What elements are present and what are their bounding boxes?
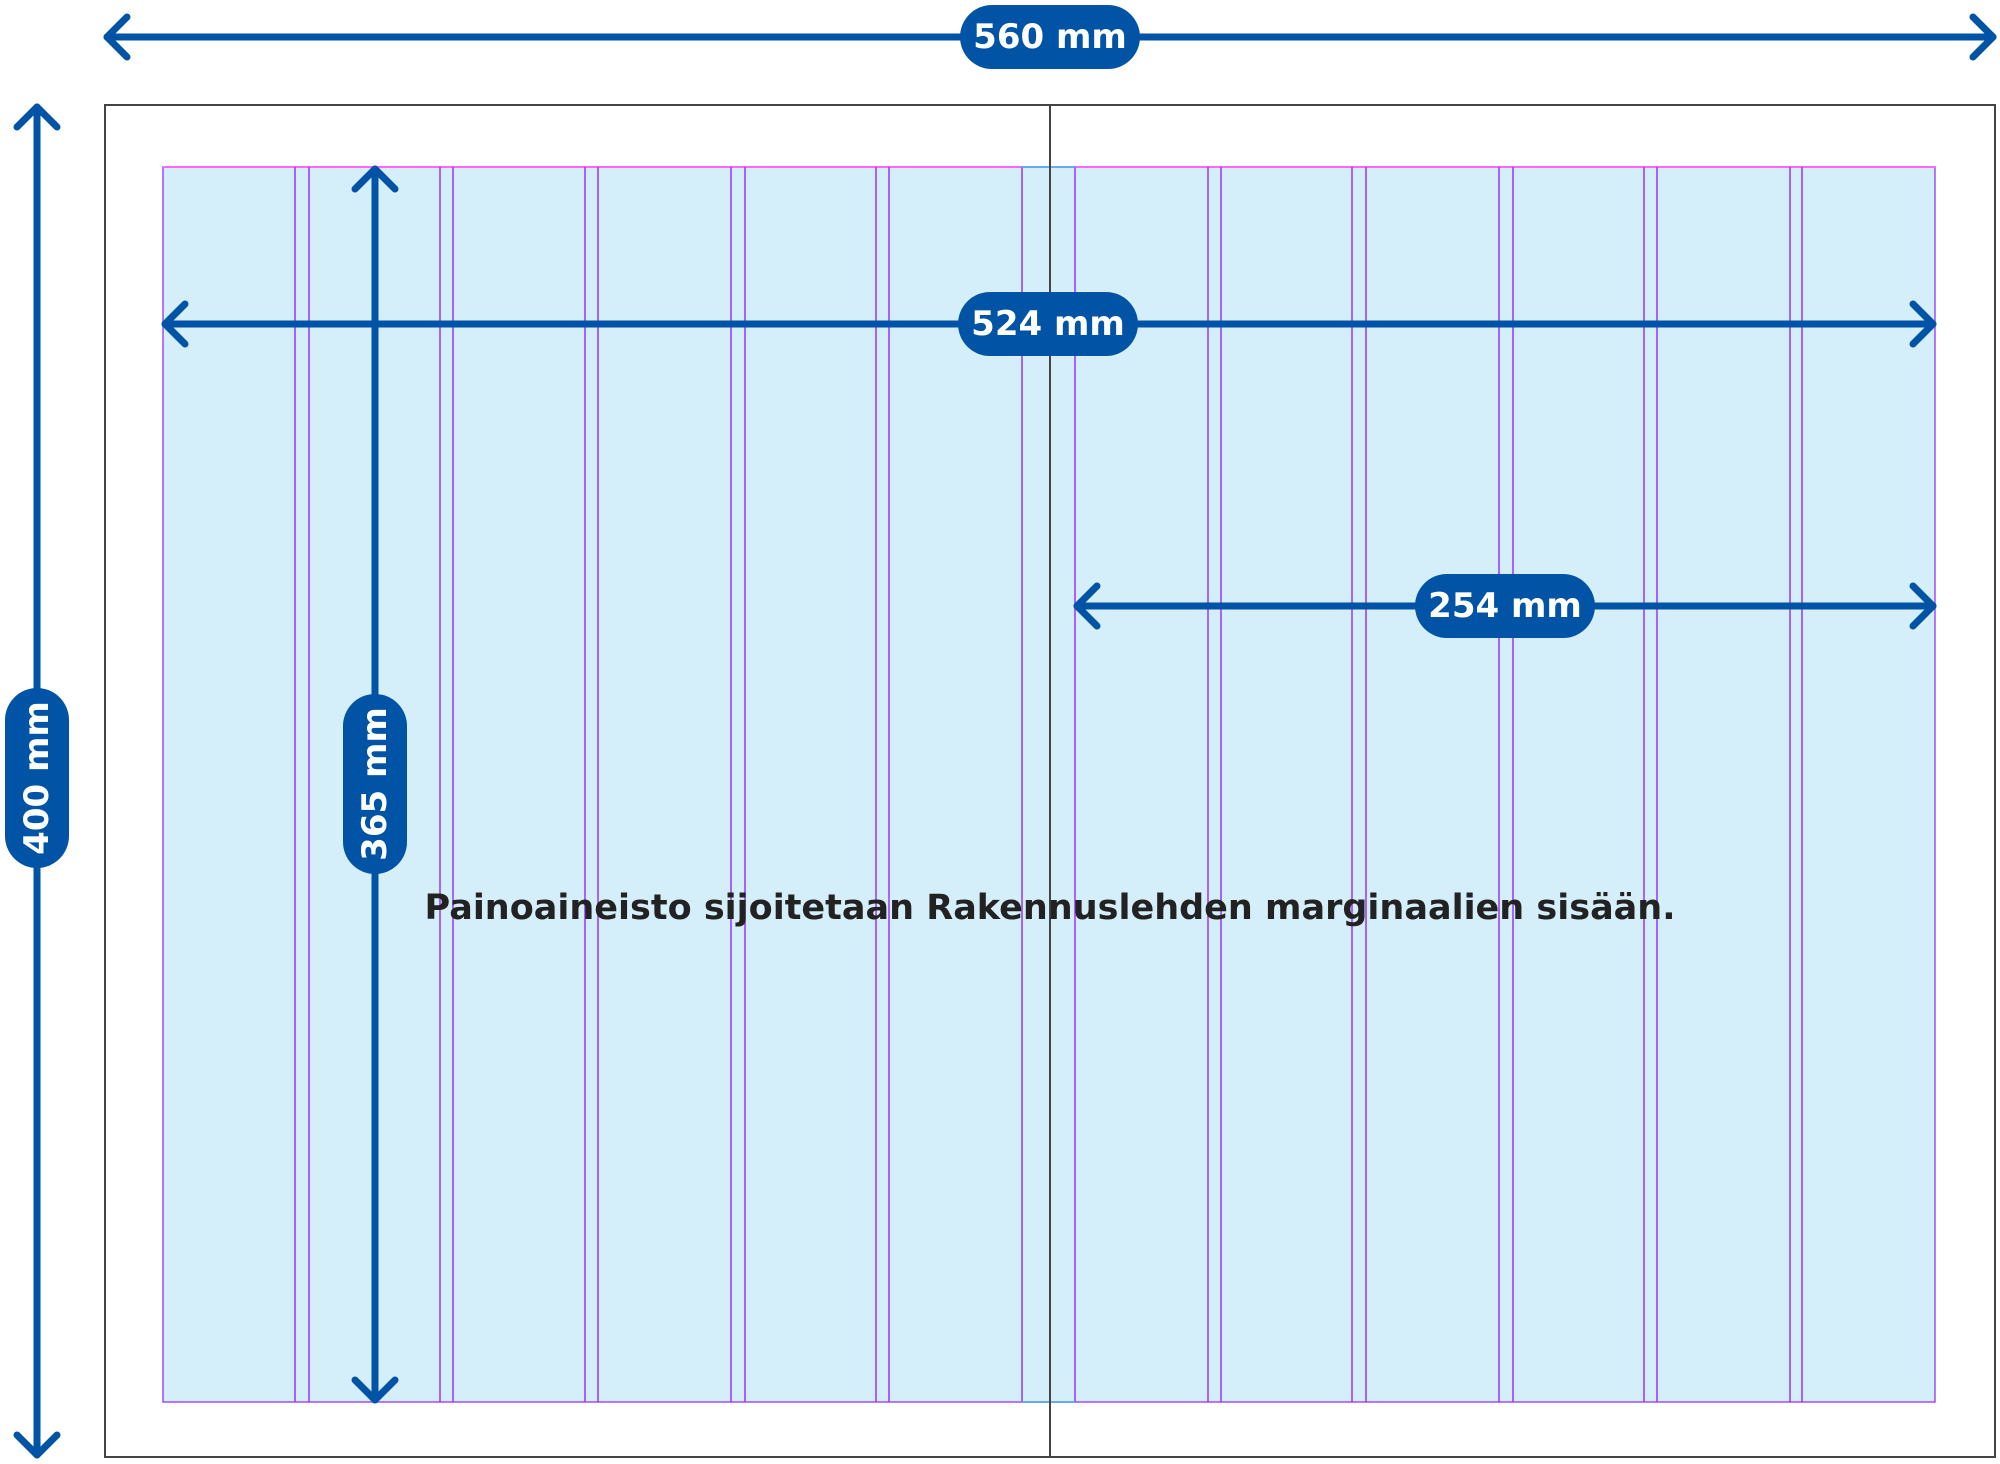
label-spread-height-text: 400 mm (17, 701, 58, 855)
column-guides (294, 167, 1803, 1402)
label-print-height: 365 mm (343, 694, 407, 874)
label-print-width: 524 mm (958, 292, 1138, 356)
caption: Painoaineisto sijoitetaan Rakennuslehden… (424, 888, 1676, 928)
label-spread-height: 400 mm (5, 688, 69, 868)
label-page-width: 254 mm (1415, 574, 1595, 638)
label-spread-width: 560 mm (960, 5, 1140, 69)
label-print-height-text: 365 mm (355, 707, 396, 861)
